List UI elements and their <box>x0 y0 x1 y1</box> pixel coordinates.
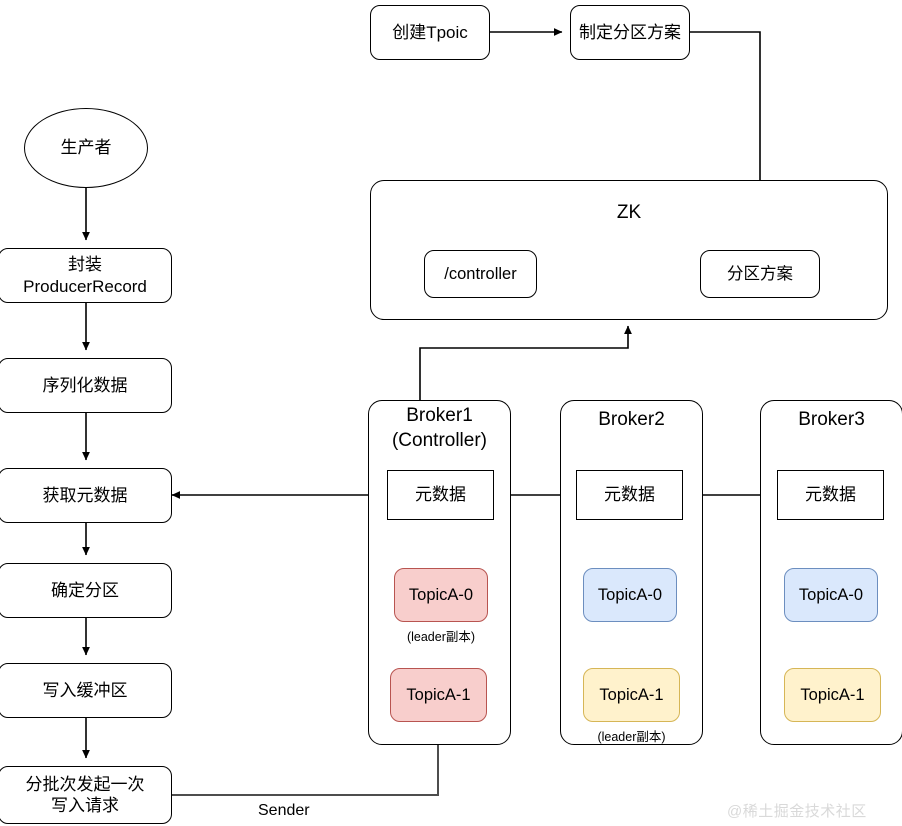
zk-node-controller[interactable]: /controller <box>424 250 537 298</box>
node-create-topic[interactable]: 创建Tpoic <box>370 5 490 60</box>
node-serialize-data[interactable]: 序列化数据 <box>0 358 172 413</box>
broker2-partition-topica-1[interactable]: TopicA-1 <box>583 668 680 722</box>
broker1-partition-topica-0-caption: (leader副本) <box>406 630 476 644</box>
broker2-metadata[interactable]: 元数据 <box>576 470 683 520</box>
broker2-partition-topica-1-caption: (leader副本) <box>597 730 666 744</box>
zk-title: ZK <box>616 202 642 223</box>
broker1-partition-topica-0[interactable]: TopicA-0 <box>394 568 488 622</box>
node-producer[interactable]: 生产者 <box>24 108 148 188</box>
node-fetch-metadata[interactable]: 获取元数据 <box>0 468 172 523</box>
node-write-buffer[interactable]: 写入缓冲区 <box>0 663 172 718</box>
broker3-partition-topica-1[interactable]: TopicA-1 <box>784 668 881 722</box>
node-make-partition-plan[interactable]: 制定分区方案 <box>570 5 690 60</box>
broker2-title: Broker2 <box>598 409 665 430</box>
edge-broker1-to-zk <box>419 325 632 400</box>
watermark: @稀土掘金技术社区 <box>727 803 867 820</box>
node-wrap-record[interactable]: 封装 ProducerRecord <box>0 248 172 303</box>
broker1-partition-topica-1[interactable]: TopicA-1 <box>390 668 487 722</box>
broker3-title: Broker3 <box>798 409 865 430</box>
sender-edge-label: Sender <box>258 802 310 819</box>
broker3-partition-topica-0[interactable]: TopicA-0 <box>784 568 878 622</box>
broker1-title: Broker1 (Controller) <box>391 405 488 451</box>
broker3-metadata[interactable]: 元数据 <box>777 470 884 520</box>
node-batch-write-request[interactable]: 分批次发起一次 写入请求 <box>0 766 172 824</box>
broker1-metadata[interactable]: 元数据 <box>387 470 494 520</box>
node-determine-partition[interactable]: 确定分区 <box>0 563 172 618</box>
zk-node-partition-plan[interactable]: 分区方案 <box>700 250 820 298</box>
broker2-partition-topica-0[interactable]: TopicA-0 <box>583 568 677 622</box>
